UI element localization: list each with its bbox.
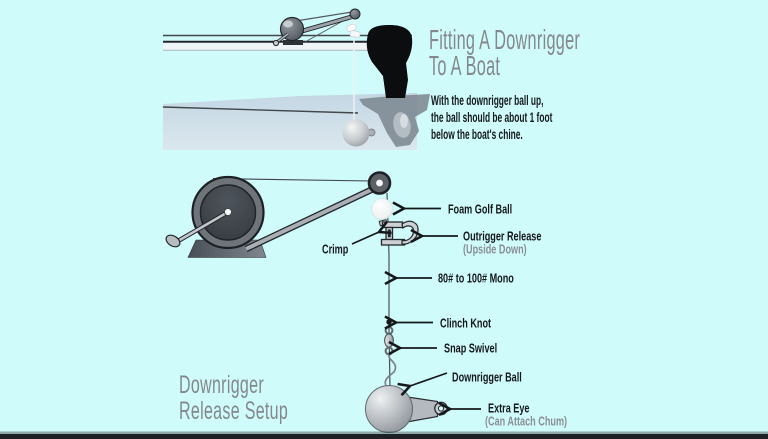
downrigger-pulley (349, 8, 361, 20)
diagram-caption-line2: Release Setup (179, 397, 289, 425)
callout-arrows (351, 209, 481, 410)
chine-line (162, 106, 359, 114)
arrow-downrigger-ball (410, 372, 448, 386)
label-downrigger-ball: Downrigger Ball (452, 369, 522, 385)
bottom-edge-bar (0, 431, 768, 435)
release-hook (401, 220, 419, 245)
label-outrigger-release: Outrigger Release (463, 228, 542, 244)
outrigger-release (378, 219, 419, 246)
intro-note-line1: With the downrigger ball up, (431, 93, 544, 108)
label-mono: 80# to 100# Mono (438, 270, 514, 286)
page-title-line1: Fitting A Downrigger (429, 24, 581, 55)
page-title-line2: To A Boat (429, 50, 501, 81)
outboard-motor (359, 25, 430, 147)
diagram-caption-line1: Downrigger (179, 371, 265, 399)
bottom-edge-bar-dark (0, 434, 768, 439)
label-foam-golf-ball: Foam Golf Ball (448, 201, 513, 216)
release-clip (346, 23, 361, 38)
release-setup-diagram (165, 171, 481, 433)
downrigger-ball (365, 385, 448, 433)
boat-downrigger-ball (342, 119, 376, 147)
label-snap-swivel: Snap Swivel (444, 340, 498, 356)
label-crimp: Crimp (322, 241, 349, 257)
boat-scene (162, 8, 430, 150)
intro-note-line2: the ball should be about 1 foot (431, 110, 553, 125)
motor-cowling (366, 25, 413, 98)
label-extra-eye-sub: (Can Attach Chum) (485, 413, 568, 428)
arrow-crimp (351, 232, 379, 245)
downrigger-winch (272, 8, 361, 122)
crank-knob (165, 234, 181, 248)
label-clinch-knot: Clinch Knot (440, 315, 492, 330)
label-outrigger-release-sub: (Upside Down) (463, 241, 527, 256)
page-title: Fitting A Downrigger To A Boat (429, 24, 581, 81)
label-extra-eye: Extra Eye (488, 400, 530, 416)
spool-hub (223, 207, 233, 217)
clinch-knot (386, 319, 392, 325)
intro-note: With the downrigger ball up, the ball sh… (431, 92, 552, 143)
diagram-caption: Downrigger Release Setup (179, 372, 288, 424)
intro-note-line3: below the boat's chine. (431, 127, 523, 142)
winch-handle-knob (272, 39, 280, 47)
foam-golf-ball (371, 198, 393, 220)
